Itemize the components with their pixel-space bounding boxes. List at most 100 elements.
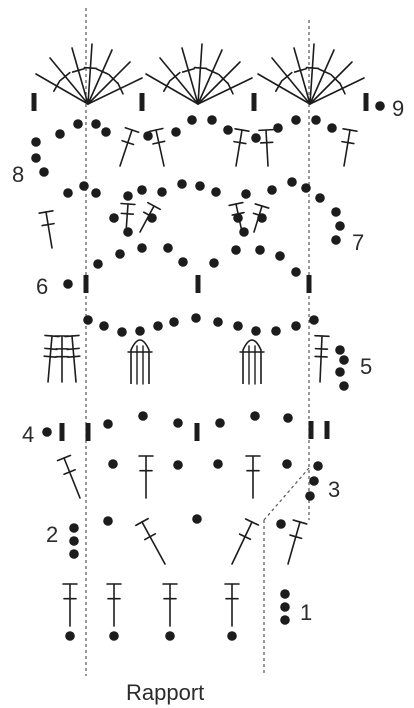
chain-stitch bbox=[117, 327, 127, 337]
chain-stitch bbox=[31, 153, 41, 163]
row-label-2: 2 bbox=[46, 522, 58, 547]
chain-stitch bbox=[103, 419, 113, 429]
chain-stitch bbox=[109, 631, 119, 641]
fan-stem bbox=[309, 61, 353, 105]
double-crochet bbox=[56, 454, 81, 499]
chain-stitch bbox=[63, 188, 73, 198]
double-crochet-bar bbox=[252, 212, 266, 218]
double-crochet bbox=[231, 518, 260, 565]
row-labels: 1 2 3 4 5 6 7 8 9 bbox=[12, 96, 404, 625]
single-crochet bbox=[251, 93, 257, 111]
picot-arch bbox=[239, 339, 265, 385]
double-crochet-top bbox=[135, 517, 149, 527]
chain-stitch bbox=[231, 245, 241, 255]
double-crochet-stem bbox=[141, 521, 166, 565]
chain-stitch bbox=[283, 413, 293, 423]
double-crochet-stem bbox=[253, 205, 263, 233]
treble-stem bbox=[319, 335, 323, 383]
arch-outline bbox=[242, 339, 262, 384]
chain-stitch bbox=[173, 460, 183, 470]
fan-bar bbox=[181, 67, 195, 73]
treble-top bbox=[64, 334, 80, 338]
fan-bar bbox=[218, 73, 229, 84]
fan-stem bbox=[87, 77, 143, 105]
fan-stem bbox=[309, 43, 315, 105]
chain-stitch bbox=[233, 321, 243, 331]
double-crochet-stem bbox=[119, 129, 133, 167]
chain-stitch bbox=[250, 411, 260, 421]
double-crochet-top bbox=[124, 126, 140, 134]
chain-stitch bbox=[115, 249, 125, 259]
treble-bar bbox=[44, 347, 58, 351]
double-crochet-top bbox=[147, 201, 161, 211]
fan-bar bbox=[293, 67, 307, 73]
treble-crochet bbox=[43, 334, 60, 383]
double-crochet bbox=[62, 583, 78, 627]
treble-bar bbox=[314, 355, 328, 358]
row-label-4: 4 bbox=[22, 422, 34, 447]
chain-stitch bbox=[31, 137, 41, 147]
chain-stitch bbox=[187, 115, 197, 125]
chain-stitch bbox=[123, 227, 133, 237]
treble-top bbox=[314, 334, 330, 338]
chain-stitch bbox=[123, 191, 133, 201]
arch-outline bbox=[130, 339, 150, 384]
chain-stitch bbox=[69, 549, 79, 559]
double-crochet bbox=[135, 517, 166, 565]
double-crochet-top bbox=[228, 201, 244, 207]
chain-stitch bbox=[276, 519, 286, 529]
fan-bar bbox=[206, 68, 219, 75]
fan bbox=[35, 43, 143, 105]
chain-stitch bbox=[165, 631, 175, 641]
double-crochet bbox=[38, 210, 55, 249]
fan-stem bbox=[87, 61, 131, 105]
chain-stitch bbox=[291, 267, 301, 277]
double-crochet-top bbox=[292, 519, 308, 525]
fan-bar bbox=[96, 68, 109, 75]
double-crochet-top bbox=[56, 454, 72, 462]
double-crochet-top bbox=[120, 202, 136, 206]
double-crochet-stem bbox=[235, 129, 243, 167]
chain-stitch bbox=[137, 243, 147, 253]
chain-stitch bbox=[153, 321, 163, 331]
fan-bar bbox=[281, 71, 293, 82]
chain-stitch bbox=[287, 177, 297, 187]
chain-stitch bbox=[267, 185, 277, 195]
double-crochet-stem bbox=[287, 521, 301, 565]
double-crochet-bar bbox=[233, 140, 247, 145]
chain-stitch bbox=[291, 115, 301, 125]
chain-stitch bbox=[375, 101, 385, 111]
chain-stitch bbox=[42, 427, 52, 437]
fan-stem bbox=[71, 47, 89, 105]
chain-stitch bbox=[215, 418, 225, 428]
fan-bar bbox=[71, 67, 85, 73]
chain-stitch bbox=[280, 602, 290, 612]
double-crochet-top bbox=[148, 127, 164, 133]
double-crochet-bar bbox=[289, 534, 303, 540]
chain-stitch bbox=[313, 461, 323, 471]
double-crochet bbox=[119, 126, 140, 167]
chain-stitch bbox=[73, 119, 83, 129]
treble-crochet bbox=[54, 335, 70, 383]
chain-stitch bbox=[335, 345, 345, 355]
treble-bar bbox=[314, 347, 329, 350]
treble-bar bbox=[67, 355, 81, 359]
double-crochet bbox=[139, 201, 161, 233]
double-crochet bbox=[138, 455, 154, 499]
fan-bar bbox=[83, 66, 98, 70]
chain-stitch bbox=[99, 321, 109, 331]
chain-stitch bbox=[331, 207, 341, 217]
double-crochet bbox=[106, 583, 122, 627]
single-crochet bbox=[324, 421, 330, 439]
fan-bar bbox=[116, 82, 124, 95]
double-crochet-bar bbox=[41, 222, 55, 227]
chain-stitch bbox=[327, 123, 337, 133]
chain-stitch bbox=[251, 326, 261, 336]
fan-stem bbox=[197, 61, 241, 105]
chain-stitch bbox=[173, 418, 183, 428]
chain-stitch bbox=[138, 411, 148, 421]
fan-bar bbox=[226, 82, 234, 95]
chain-stitch bbox=[91, 188, 101, 198]
chain-stitch bbox=[280, 589, 290, 599]
chain-stitch bbox=[213, 317, 223, 327]
